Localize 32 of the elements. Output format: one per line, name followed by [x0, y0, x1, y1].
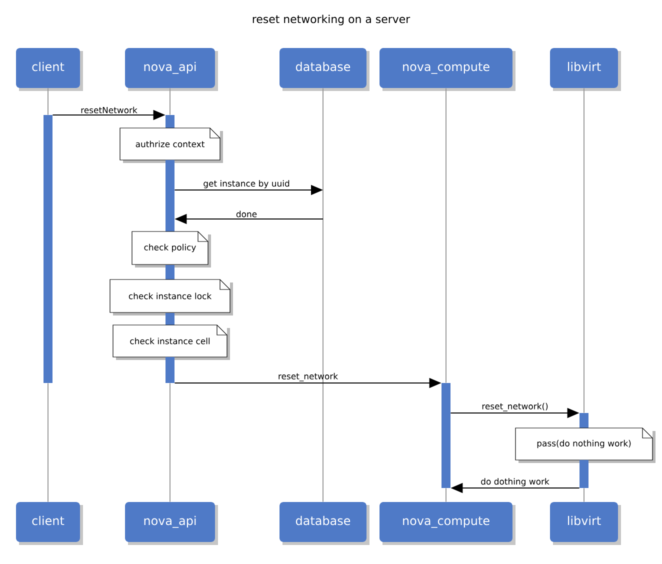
participant-box: client: [16, 502, 83, 545]
edge-label: get instance by uuid: [204, 180, 290, 188]
note: check policy: [132, 231, 211, 268]
activation-bar: [442, 383, 450, 488]
activation-bar: [166, 160, 174, 232]
activation-bar: [166, 265, 174, 280]
activation-bar: [166, 357, 174, 383]
participant-box: libvirt: [550, 502, 621, 545]
lifeline: [322, 88, 324, 502]
activation-bar: [580, 460, 588, 488]
activation-bar: [44, 115, 52, 383]
participant-box: nova_api: [125, 48, 218, 91]
participant-box: nova_compute: [380, 502, 516, 545]
activation-bar: [166, 313, 174, 325]
participant-box: database: [280, 502, 370, 545]
note: check instance cell: [112, 324, 230, 360]
edge-label: reset_network(): [482, 402, 548, 412]
participant-box: database: [280, 48, 370, 91]
edge-label: reset_network: [278, 372, 338, 382]
edge-label: resetNetwork: [81, 106, 138, 114]
participant-box: client: [16, 48, 83, 91]
edge-label: done: [236, 210, 257, 218]
participant-box: nova_api: [125, 502, 218, 545]
note: authrize context: [120, 128, 223, 163]
note: check instance lock: [110, 279, 233, 316]
participant-box: libvirt: [550, 48, 621, 91]
activation-bar: [166, 115, 174, 128]
activation-bar: [580, 413, 588, 428]
edge-label: do dothing work: [481, 478, 550, 486]
title: reset networking on a server: [252, 14, 410, 26]
participant-box: nova_compute: [380, 48, 516, 91]
note: pass(do nothing work): [515, 428, 656, 463]
